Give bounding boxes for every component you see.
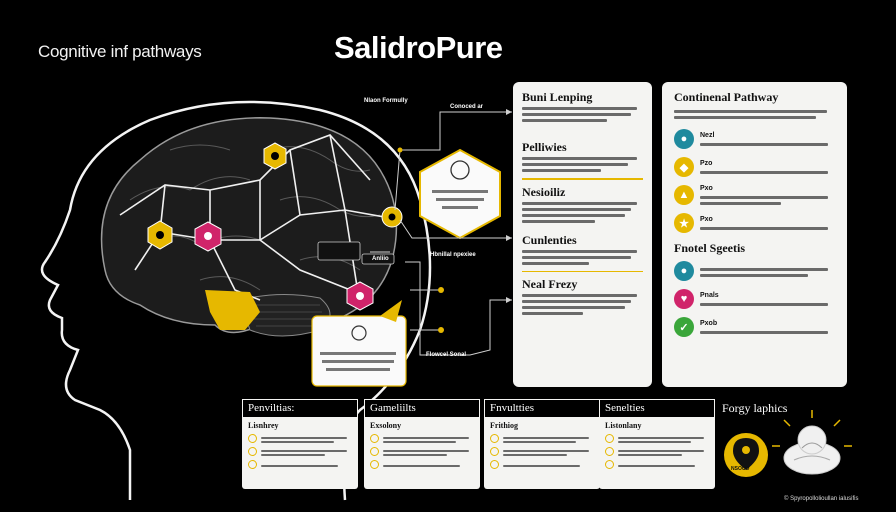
bottom-card-title: Gameliilts — [364, 399, 480, 417]
brain-glow-icon — [772, 410, 852, 475]
bottom-card-subtitle: Frithiog — [490, 421, 518, 430]
mid-section-2: Pelliwies — [522, 140, 643, 172]
brain-label-left-mid: Hbnillal npexiee — [430, 252, 476, 258]
bullet-icon — [248, 460, 257, 469]
effect-item: ✓ Pxob — [674, 317, 835, 337]
location-pin-icon — [724, 433, 768, 477]
bottom-card-2: Gameliilts Exsolony — [364, 399, 480, 489]
middle-panel: Buni Lenping Pelliwies Nesioiliz Cunlent… — [513, 82, 652, 387]
mid-section-4: Cunlenties — [522, 233, 643, 265]
star-icon: ★ — [674, 213, 694, 233]
mid-section-1: Buni Lenping — [522, 90, 643, 122]
bullet-icon — [605, 447, 614, 456]
top-left-title: Cognitive inf pathways — [38, 42, 202, 61]
bottom-card-4: Senelties Listonlany — [599, 399, 715, 489]
bottom-card-title: Fnvultties — [484, 399, 600, 417]
bottom-card-subtitle: Listonlany — [605, 421, 642, 430]
brain-label-center: Anliio — [372, 256, 389, 262]
mid-section-title: Neal Frezy — [522, 277, 578, 291]
bottom-card-3: Fnvultties Frithiog — [484, 399, 600, 489]
info-card — [311, 300, 407, 387]
hex-node-2 — [147, 220, 173, 250]
mid-section-title: Cunlenties — [522, 232, 577, 247]
pathway-item: ★ Pxo — [674, 213, 835, 233]
right-panel-title: Continenal Pathway — [674, 90, 779, 104]
brain-label-bottom-right: Flowcel Sonal — [426, 352, 467, 358]
pathway-item: ◆ Pzo — [674, 157, 835, 177]
pin-badge-text: NSOCO — [731, 466, 750, 472]
bullet-icon — [370, 460, 379, 469]
bullet-icon — [490, 460, 499, 469]
bullet-icon — [370, 447, 379, 456]
mid-section-title: Pelliwies — [522, 140, 567, 154]
yellow-callout — [205, 290, 260, 330]
hex-node-5 — [381, 206, 403, 228]
footnote: © Spyropollolioullan ialusifis — [784, 496, 859, 502]
hex-node-3 — [194, 221, 222, 252]
mid-section-title: Nesioiliz — [522, 184, 566, 199]
hex-node-4 — [346, 281, 374, 311]
bolt-icon: ▲ — [674, 185, 694, 205]
mid-section-title: Buni Lenping — [522, 90, 593, 104]
bottom-card-subtitle: Exsolony — [370, 421, 402, 430]
bullet-icon — [605, 434, 614, 443]
effect-item: ● — [674, 261, 835, 281]
brain-label-top: Nlaon Formully — [364, 98, 408, 104]
effect-item: ♥ Pnals — [674, 289, 835, 309]
pathway-item: ▲ Pxo — [674, 185, 835, 205]
mid-section-3: Nesioiliz — [522, 185, 643, 223]
bullet-icon — [605, 460, 614, 469]
last-section-title: Forgy laphics — [722, 401, 788, 415]
bottom-card-1: Penviltias: Lisnhrey — [242, 399, 358, 489]
bullet-icon — [370, 434, 379, 443]
drop-icon: ● — [674, 261, 694, 281]
bullet-icon — [490, 434, 499, 443]
bullet-icon — [248, 447, 257, 456]
right-panel-second-title: Fnotel Sgeetis — [674, 241, 745, 255]
leaf-icon: ◆ — [674, 157, 694, 177]
info-hexagon — [419, 148, 501, 240]
right-panel: Continenal Pathway ● Nezl ◆ Pzo ▲ Pxo ★ … — [662, 82, 847, 387]
bullet-icon — [248, 434, 257, 443]
leaf-icon: ✓ — [674, 317, 694, 337]
bullet-icon — [490, 447, 499, 456]
bottom-card-title: Senelties — [599, 399, 715, 417]
main-title: SalidroPure — [334, 30, 503, 65]
drop-icon: ● — [674, 129, 694, 149]
pathway-item: ● Nezl — [674, 129, 835, 149]
brain-label-top-right: Conoced ar — [450, 104, 484, 110]
mid-section-5: Neal Frezy — [522, 277, 643, 315]
heart-icon: ♥ — [674, 289, 694, 309]
hex-node-1 — [263, 142, 287, 170]
bottom-card-subtitle: Lisnhrey — [248, 421, 279, 430]
bottom-card-title: Penviltias: — [242, 399, 358, 417]
